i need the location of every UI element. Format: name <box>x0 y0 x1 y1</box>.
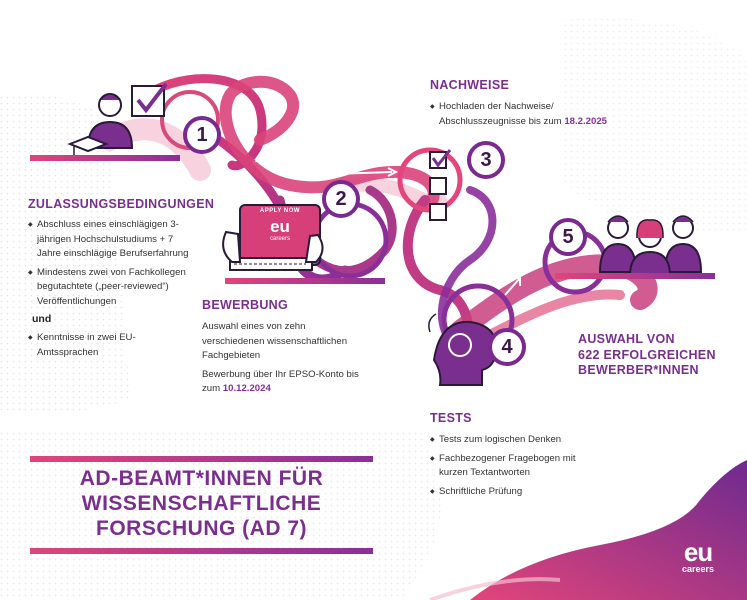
auswahl-line2: 622 ERFOLGREICHEN <box>578 347 716 362</box>
logo-eu: eu <box>683 537 713 567</box>
checklist-icon <box>429 149 452 221</box>
bewerbung-deadline-label: Bewerbung über Ihr EPSO-Konto bis zum <box>202 368 359 395</box>
list-item: Tests zum logischen Denken <box>430 433 600 448</box>
title-line2: WISSENSCHAFTLICHE <box>81 492 322 515</box>
section-zulassung: ZULASSUNGSBEDINGUNGEN Abschluss eines ei… <box>28 197 215 364</box>
section-bewerbung: BEWERBUNG Auswahl eines von zehn verschi… <box>202 298 372 397</box>
tablet-logo: eu <box>270 217 290 236</box>
nachweise-heading: NACHWEISE <box>430 78 510 92</box>
tests-heading: TESTS <box>430 411 472 425</box>
section-auswahl: AUSWAHL VON 622 ERFOLGREICHEN BEWERBER*I… <box>578 332 738 379</box>
nachweise-label: Hochladen der Nachweise/ Abschlusszeugni… <box>439 101 565 127</box>
step-2-badge: 2 <box>322 180 360 218</box>
nachweise-deadline: 18.2.2025 <box>564 115 607 127</box>
title-bar-bottom <box>30 548 373 554</box>
list-item: Hochladen der Nachweise/ Abschlusszeugni… <box>430 100 629 129</box>
people-icon <box>598 215 703 277</box>
bewerbung-heading: BEWERBUNG <box>202 298 289 312</box>
section-tests: TESTS Tests zum logischen Denken Fachbez… <box>430 411 600 503</box>
graduate-icon <box>67 82 168 157</box>
tablet-logo-sub: careers <box>269 236 290 242</box>
auswahl-line3: BEWERBER*INNEN <box>578 363 699 377</box>
eu-careers-logo: eu careers <box>668 537 728 574</box>
bar-step5 <box>555 273 715 279</box>
bewerbung-deadline: 10.12.2024 <box>222 383 271 394</box>
dot-bg-right <box>560 18 747 235</box>
bar-step2 <box>225 278 385 284</box>
tablet-icon <box>222 204 324 271</box>
logo-careers: careers <box>681 564 715 574</box>
bar-step1 <box>30 155 180 161</box>
head-brain-icon <box>428 313 498 386</box>
und-label: und <box>32 313 52 325</box>
step-5-badge: 5 <box>549 218 587 256</box>
list-item: Schriftliche Prüfung <box>430 485 600 500</box>
step-4-badge: 4 <box>488 328 526 366</box>
dot-bg-bottom <box>0 430 441 600</box>
page-title: AD-BEAMT*INNEN FÜR WISSENSCHAFTLICHE FOR… <box>30 466 373 541</box>
tablet-apply-now: APPLY NOW <box>259 208 301 214</box>
auswahl-line1: AUSWAHL VON <box>578 332 675 346</box>
zulassung-list: Abschluss eines einschlägigen 3-jährigen… <box>28 218 208 309</box>
list-item: Mindestens zwei von Fachkollegen begutac… <box>28 266 187 310</box>
step-3-badge: 3 <box>467 141 505 179</box>
list-item: Fachbezogener Fragebogen mit kurzen Text… <box>430 452 579 481</box>
list-item: Kenntnisse in zwei EU-Amtssprachen <box>28 331 147 360</box>
corner-wave <box>470 460 747 600</box>
section-nachweise: NACHWEISE Hochladen der Nachweise/ Absch… <box>430 78 630 133</box>
tablet-screen: APPLY NOW eu careers <box>242 208 318 242</box>
title-line3: FORSCHUNG (AD 7) <box>96 517 307 540</box>
bewerbung-text1: Auswahl eines von zehn verschiedenen wis… <box>202 321 348 361</box>
zulassung-heading: ZULASSUNGSBEDINGUNGEN <box>28 197 215 211</box>
list-item: Abschluss eines einschlägigen 3-jährigen… <box>28 218 197 262</box>
title-line1: AD-BEAMT*INNEN FÜR <box>79 467 324 490</box>
title-bar-top <box>30 456 373 462</box>
bewerbung-text2: Bewerbung über Ihr EPSO-Konto bis zum 10… <box>202 368 362 397</box>
step-1-badge: 1 <box>183 116 221 154</box>
